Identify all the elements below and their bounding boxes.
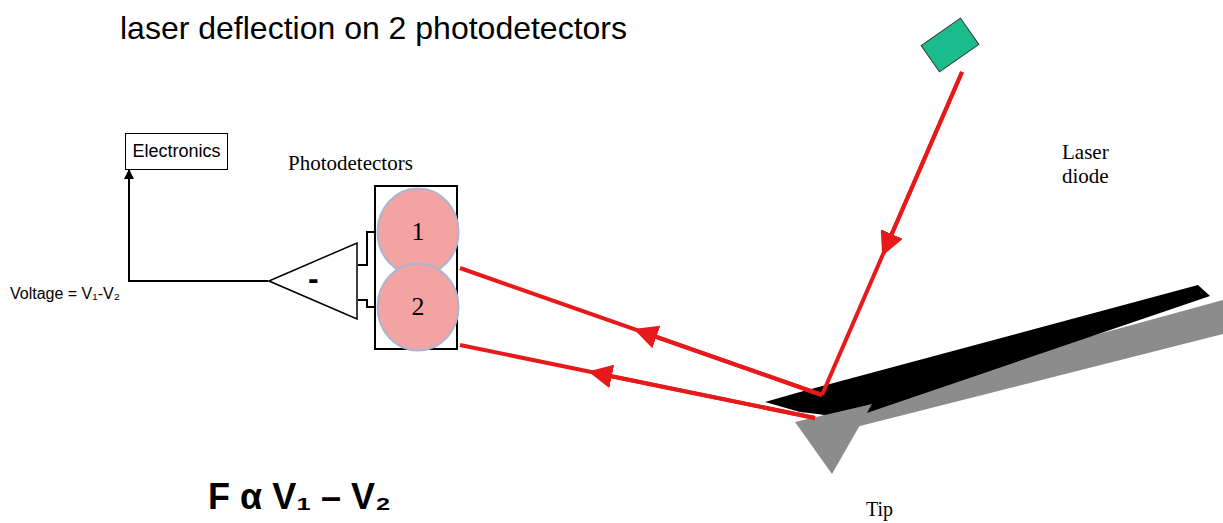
reflected-beam [460, 345, 815, 418]
cell-number: 2 [412, 292, 425, 322]
part-label: Laser diode [1062, 140, 1152, 188]
photodetector-cell: 2 [376, 262, 460, 352]
amplifier-symbol: - [268, 242, 358, 320]
beam-arrow [645, 333, 822, 395]
node-label: Electronics [132, 141, 220, 162]
reflected-beam [460, 268, 822, 395]
operator-sign: - [308, 260, 319, 297]
part-label: Tip [866, 498, 893, 521]
laser-diode [921, 18, 979, 72]
beam-arrow [600, 374, 815, 418]
laser-beam [822, 72, 962, 395]
signal-label: Voltage = V₁-V₂ [10, 285, 120, 303]
photodetector-housing: Photodetectors12 [374, 185, 458, 350]
wire [129, 170, 268, 281]
cell-ellipse [378, 264, 459, 351]
process-box: Electronics [125, 133, 228, 170]
node-heading: Photodetectors [288, 151, 413, 176]
title: laser deflection on 2 photodetectors [120, 10, 627, 47]
formula: F α V₁ – V₂ [208, 476, 391, 517]
cell-ellipse [378, 189, 459, 276]
beam-arrow [887, 72, 962, 245]
cell-number: 1 [412, 217, 425, 247]
amplifier-outline [269, 243, 357, 319]
cantilever [765, 285, 1210, 418]
